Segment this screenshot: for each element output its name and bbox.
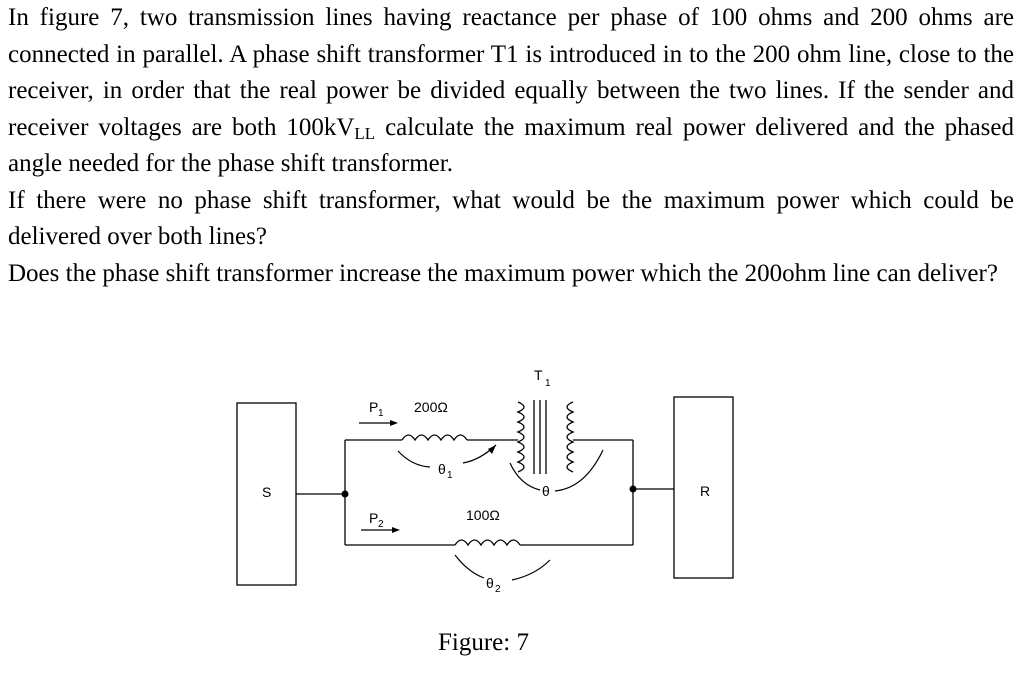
p1-label: P <box>369 399 378 415</box>
p1-arrowhead <box>390 420 398 426</box>
theta1-label-sub: 1 <box>447 470 453 481</box>
theta2-arc-left <box>454 554 485 579</box>
theta2-label: θ <box>486 575 494 591</box>
receiver-label: R <box>700 483 710 499</box>
transformer-secondary <box>566 401 575 473</box>
theta1-arc-left <box>397 450 431 468</box>
theta-arc-right <box>554 449 604 492</box>
sender-label: S <box>262 484 271 500</box>
lower-reactance-coil <box>454 539 521 547</box>
problem-paragraph-1: In figure 7, two transmission lines havi… <box>8 0 1014 183</box>
upper-reactance-coil <box>401 434 468 442</box>
theta1-arrowhead <box>488 445 496 454</box>
p2-arrowhead <box>392 527 400 533</box>
paragraph-1-text: In figure 7, two transmission lines havi… <box>8 4 1014 141</box>
problem-text: In figure 7, two transmission lines havi… <box>8 0 1014 292</box>
theta-arc-left <box>509 462 541 491</box>
problem-paragraph-3: Does the phase shift transformer increas… <box>8 259 998 287</box>
figure-caption: Figure: 7 <box>438 629 529 656</box>
p2-label-sub: 2 <box>378 519 384 530</box>
receiver-box <box>673 396 734 579</box>
paragraph-1-text-end: calculate the maximum real power deliver… <box>8 113 1015 178</box>
p1-label-sub: 1 <box>378 408 384 419</box>
theta-label: θ <box>542 483 550 499</box>
transformer-label-sub: 1 <box>545 378 551 389</box>
transformer-label: T <box>534 367 543 383</box>
theta1-label: θ <box>438 461 446 477</box>
theta2-arc-right <box>511 559 551 581</box>
theta2-label-sub: 2 <box>495 584 501 595</box>
voltage-subscript: LL <box>354 123 376 143</box>
p2-label: P <box>369 510 378 526</box>
upper-reactance-label: 200Ω <box>414 399 448 415</box>
transformer-primary <box>516 401 525 473</box>
problem-paragraph-2: If there were no phase shift transformer… <box>8 186 1014 251</box>
lower-reactance-label: 100Ω <box>466 507 500 523</box>
